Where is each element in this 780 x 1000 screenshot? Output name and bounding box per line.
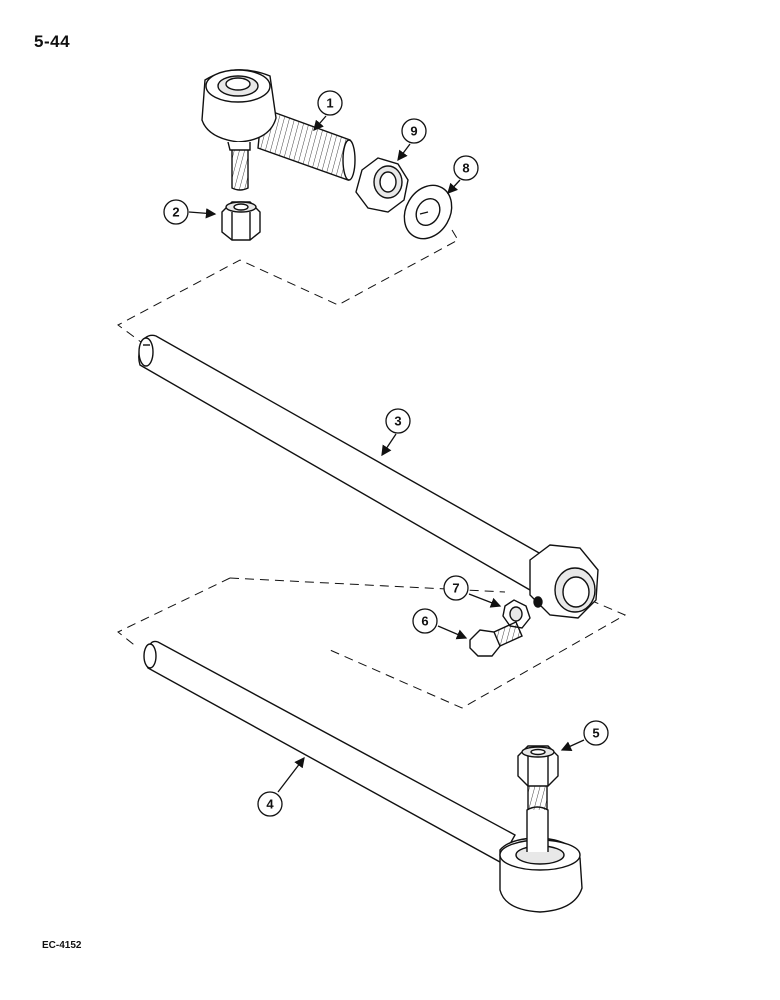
callout-3: 3 <box>381 408 411 457</box>
callout-circle-2 <box>163 199 189 225</box>
callout-number-4: 4 <box>266 797 274 812</box>
callout-5: 5 <box>560 720 609 751</box>
callout-circle-3 <box>385 408 411 434</box>
callout-circle-7 <box>443 575 469 601</box>
page-number: 5-44 <box>34 32 71 51</box>
callout-9: 9 <box>397 118 427 162</box>
callout-number-7: 7 <box>452 581 459 596</box>
lock-nut-part-2 <box>221 201 261 241</box>
dashed-guide-upper <box>117 229 459 346</box>
tie-rod-part-4 <box>143 640 583 913</box>
callout-circle-5 <box>583 720 609 746</box>
callout-leader-6 <box>437 625 468 640</box>
callout-leader-9 <box>397 143 411 162</box>
callout-leader-1 <box>313 115 327 131</box>
callout-number-5: 5 <box>592 726 599 741</box>
callout-leader-7 <box>468 593 502 608</box>
lock-nut-part-5 <box>517 745 559 787</box>
jam-nut-part-9 <box>355 157 409 213</box>
callout-number-1: 1 <box>326 96 333 111</box>
lock-washer-part-8 <box>403 184 453 240</box>
callout-circle-6 <box>412 608 438 634</box>
callout-2: 2 <box>163 199 217 225</box>
callout-number-3: 3 <box>394 414 401 429</box>
callout-leader-2 <box>188 208 217 219</box>
bolt-part-6 <box>469 621 523 657</box>
callout-number-2: 2 <box>172 205 179 220</box>
callout-4: 4 <box>257 756 305 817</box>
callout-circle-4 <box>257 791 283 817</box>
figure-code: EC-4152 <box>42 940 82 951</box>
callout-1: 1 <box>313 90 343 131</box>
callout-number-8: 8 <box>462 161 469 176</box>
callout-8: 8 <box>447 155 479 194</box>
callout-number-9: 9 <box>410 124 417 139</box>
callout-circle-9 <box>401 118 427 144</box>
callout-circle-8 <box>453 155 479 181</box>
callout-leader-4 <box>277 756 305 793</box>
callout-leader-3 <box>381 433 397 457</box>
callout-7: 7 <box>443 575 502 608</box>
nut-part-7 <box>502 599 531 629</box>
tie-rod-end-part-1 <box>201 69 356 191</box>
callout-leader-8 <box>447 179 461 194</box>
callout-leader-5 <box>560 739 585 751</box>
callout-6: 6 <box>412 608 468 640</box>
tube-part-3 <box>138 334 599 619</box>
callout-circle-1 <box>317 90 343 116</box>
callout-number-6: 6 <box>421 614 428 629</box>
